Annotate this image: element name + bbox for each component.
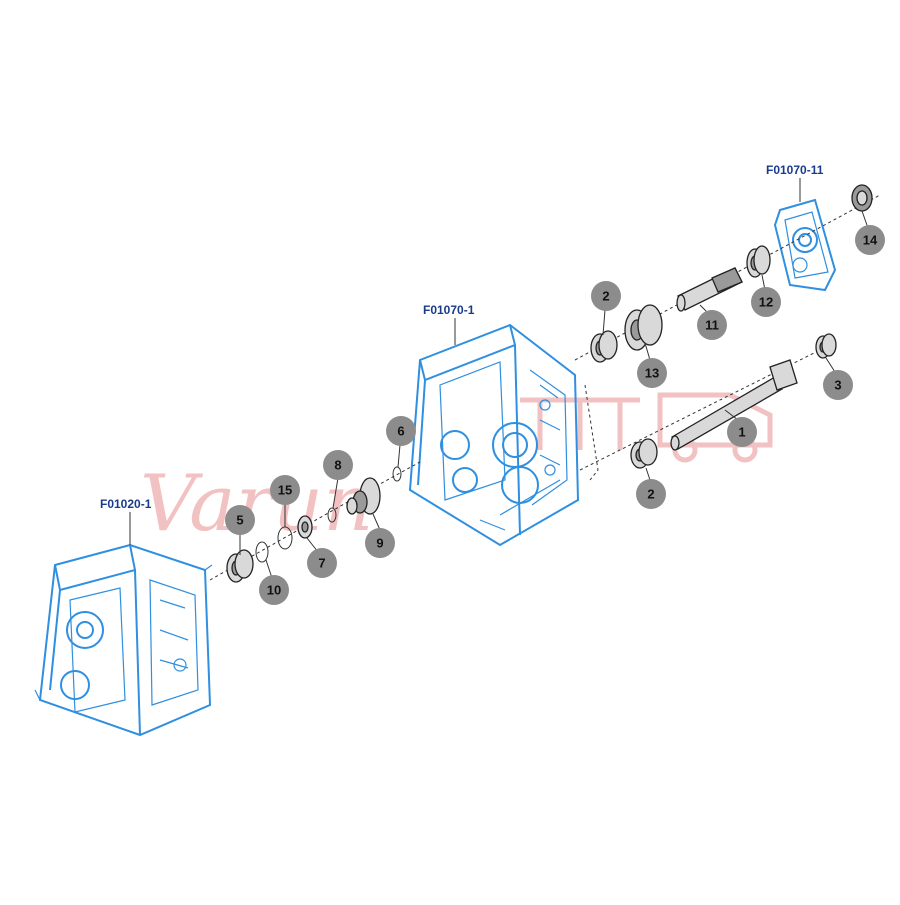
ref-label-left-housing: F01020-1 bbox=[100, 497, 152, 511]
ref-label-center-housing: F01070-1 bbox=[423, 303, 475, 317]
callout-2-upper[interactable]: 2 bbox=[591, 281, 621, 311]
left-housing bbox=[34, 543, 213, 737]
callout-2-lower[interactable]: 2 bbox=[636, 479, 666, 509]
assembly-axis-upper bbox=[574, 194, 881, 361]
callout-5[interactable]: 5 bbox=[225, 505, 255, 535]
callout-14[interactable]: 14 bbox=[855, 225, 885, 255]
ref-label-cover: F01070-11 bbox=[766, 163, 824, 177]
callout-1-label: 1 bbox=[738, 425, 745, 440]
cover-plate bbox=[773, 198, 837, 292]
bearing-part-3 bbox=[815, 333, 837, 359]
bearing-part-2-upper bbox=[590, 330, 618, 363]
callout-12[interactable]: 12 bbox=[751, 287, 781, 317]
bearing-part-13 bbox=[624, 304, 663, 351]
callout-5-bubble bbox=[225, 505, 255, 535]
shaft-part-11 bbox=[676, 267, 743, 312]
gear-part-9 bbox=[346, 477, 381, 515]
gasket-outline bbox=[584, 384, 599, 481]
callout-9[interactable]: 9 bbox=[365, 528, 395, 558]
callout-8-bubble bbox=[323, 450, 353, 480]
callout-10-label: 10 bbox=[267, 583, 281, 598]
center-housing bbox=[408, 323, 580, 547]
bearing-part-2-lower bbox=[630, 438, 658, 469]
ring-part-8 bbox=[327, 507, 337, 523]
callout-11-bubble bbox=[697, 310, 727, 340]
callout-15[interactable]: 15 bbox=[270, 475, 300, 505]
callout-9-bubble bbox=[365, 528, 395, 558]
callout-3[interactable]: 3 bbox=[823, 370, 853, 400]
callout-11-label: 11 bbox=[705, 318, 719, 333]
callout-13-label: 13 bbox=[645, 366, 659, 381]
callout-12-label: 12 bbox=[759, 295, 773, 310]
callout-12-bubble bbox=[751, 287, 781, 317]
callout-1-bubble bbox=[727, 417, 757, 447]
callout-1[interactable]: 1 bbox=[727, 417, 757, 447]
callout-14-label: 14 bbox=[863, 233, 878, 248]
bearing-part-12 bbox=[746, 245, 771, 278]
callout-11[interactable]: 11 bbox=[697, 310, 727, 340]
callout-3-label: 3 bbox=[834, 378, 841, 393]
callout-5-label: 5 bbox=[236, 513, 243, 528]
callout-9-label: 9 bbox=[376, 536, 383, 551]
callout-6-bubble bbox=[386, 416, 416, 446]
callout-2-upper-label: 2 bbox=[602, 289, 609, 304]
callout-13[interactable]: 13 bbox=[637, 358, 667, 388]
callout-8-label: 8 bbox=[334, 458, 341, 473]
callout-7[interactable]: 7 bbox=[307, 548, 337, 578]
seal-part-14 bbox=[851, 184, 873, 212]
callout-15-label: 15 bbox=[278, 483, 292, 498]
assembly-axis-left bbox=[209, 494, 361, 581]
callout-8[interactable]: 8 bbox=[323, 450, 353, 480]
assembly-axis-lower bbox=[579, 344, 831, 471]
callout-2-upper-bubble bbox=[591, 281, 621, 311]
callout-10-bubble bbox=[259, 575, 289, 605]
callout-2-lower-label: 2 bbox=[647, 487, 654, 502]
callout-3-bubble bbox=[823, 370, 853, 400]
callout-7-bubble bbox=[307, 548, 337, 578]
bearing-part-7 bbox=[297, 515, 313, 539]
snap-ring-part-10 bbox=[255, 541, 269, 563]
callout-13-bubble bbox=[637, 358, 667, 388]
bearing-part-5 bbox=[226, 549, 254, 583]
shaft-part-1 bbox=[670, 359, 798, 451]
callout-2-lower-bubble bbox=[636, 479, 666, 509]
callout-10[interactable]: 10 bbox=[259, 575, 289, 605]
snap-ring-part-6 bbox=[392, 466, 402, 482]
callout-15-bubble bbox=[270, 475, 300, 505]
callout-6[interactable]: 6 bbox=[386, 416, 416, 446]
callout-14-bubble bbox=[855, 225, 885, 255]
callout-7-label: 7 bbox=[318, 556, 325, 571]
callout-6-label: 6 bbox=[397, 424, 404, 439]
